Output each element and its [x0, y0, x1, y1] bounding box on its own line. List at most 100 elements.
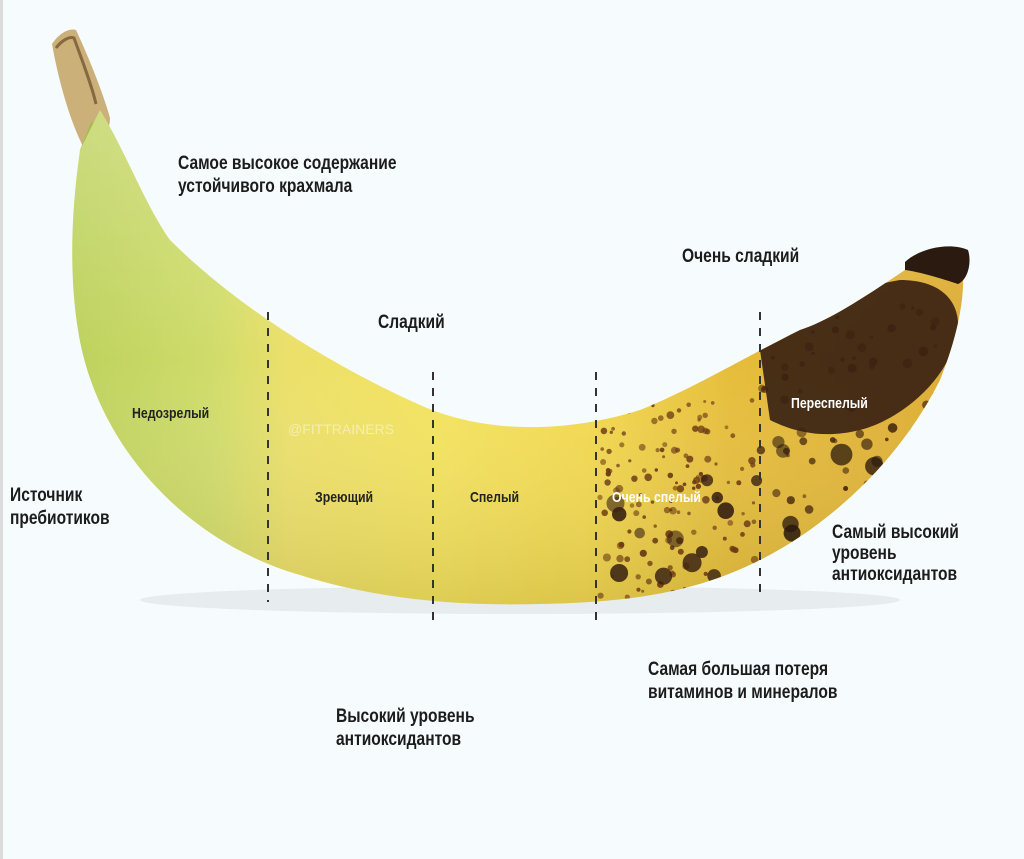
banana-spot	[741, 512, 745, 516]
banana-spot	[901, 478, 906, 482]
banana-spot	[863, 480, 871, 488]
banana-spot	[651, 403, 655, 408]
banana-spot	[619, 442, 625, 448]
banana-spot	[748, 457, 756, 465]
banana-spot	[682, 553, 702, 573]
banana-spot	[818, 524, 828, 534]
banana-spot	[744, 568, 752, 576]
annotation-resistant-starch: Самое высокое содержание устойчивого кра…	[178, 153, 397, 197]
banana-spot	[675, 481, 678, 485]
banana-spot	[921, 493, 926, 498]
banana-spot	[621, 431, 626, 436]
banana-spot	[711, 491, 723, 504]
banana-spot	[638, 443, 646, 451]
banana-spot	[667, 472, 674, 479]
banana-spot	[604, 479, 611, 486]
banana-spot	[662, 442, 668, 448]
banana-spot	[829, 437, 836, 443]
banana-spot	[618, 399, 625, 406]
banana-spot	[736, 480, 742, 486]
banana-spot	[666, 411, 675, 419]
banana-tip	[905, 246, 970, 284]
banana-spot	[895, 487, 903, 496]
banana-spot	[600, 447, 604, 451]
banana-spot	[740, 532, 745, 537]
banana-spot	[751, 519, 757, 525]
banana-spot	[671, 428, 677, 434]
banana-spot	[629, 503, 635, 508]
left-edge	[0, 0, 3, 859]
banana-spot	[804, 505, 814, 514]
banana-spot	[618, 541, 625, 548]
banana-spot	[645, 578, 652, 585]
banana-spot	[641, 589, 645, 593]
banana-spot	[631, 475, 638, 482]
stage-label-ripening: Зреющий	[315, 489, 374, 506]
banana-spot	[750, 555, 759, 564]
annotation-prebiotic-source: Источник пребиотиков	[10, 485, 110, 529]
banana-spot	[714, 462, 718, 466]
banana-spot	[933, 406, 944, 416]
banana-spot	[786, 496, 795, 505]
banana-spot	[686, 402, 691, 408]
banana-spot	[712, 525, 717, 530]
banana-spot	[900, 487, 911, 497]
banana-spot	[710, 401, 715, 405]
banana-spot	[644, 473, 652, 482]
banana-spot	[695, 546, 708, 558]
stage-label-unripe: Недозрелый	[132, 405, 210, 422]
banana-spot	[669, 508, 673, 512]
banana-spot	[606, 448, 612, 455]
banana-spot	[635, 501, 642, 508]
banana-spot	[662, 455, 666, 459]
banana-spot	[799, 437, 808, 446]
banana-spot	[692, 425, 699, 432]
banana-spot	[831, 299, 839, 307]
banana-spot	[865, 457, 884, 476]
banana-spot	[921, 506, 925, 510]
banana-spot	[651, 417, 658, 425]
banana-spot	[724, 425, 729, 430]
banana-spot	[805, 546, 812, 553]
banana-spot	[697, 425, 705, 434]
banana-spot	[727, 520, 734, 526]
banana-spot	[597, 494, 603, 500]
banana-spot	[702, 496, 710, 504]
banana-spot	[676, 408, 682, 413]
banana-spot	[686, 455, 694, 463]
banana-spot	[611, 426, 615, 431]
annotation-sweet: Сладкий	[378, 312, 445, 333]
annotation-highest-antioxidants: Самый высокий уровень антиоксидантов	[832, 522, 959, 585]
banana-spot	[672, 485, 678, 491]
banana-spot	[717, 502, 734, 519]
banana-spot	[877, 483, 888, 493]
banana-spot	[654, 468, 658, 472]
banana-spot	[722, 536, 727, 541]
banana-spot	[885, 437, 889, 442]
banana-spot	[707, 569, 721, 583]
stage-label-overripe: Переспелый	[791, 395, 868, 412]
banana-spot	[844, 300, 849, 305]
annotation-vitamin-loss: Самая большая потеря витаминов и минерал…	[648, 659, 838, 703]
banana-spot	[916, 456, 921, 460]
banana-spot	[612, 507, 627, 522]
banana-spot	[624, 556, 631, 563]
banana-spot	[917, 418, 923, 424]
watermark: @FITTRAINERS	[288, 421, 394, 437]
banana-spot	[703, 400, 707, 403]
banana-spot	[772, 489, 781, 498]
banana-spot	[600, 427, 608, 435]
banana-spot	[922, 400, 931, 410]
banana-spot	[600, 459, 607, 465]
banana-spot	[855, 429, 864, 439]
banana-spot	[670, 446, 678, 454]
banana-spot	[726, 480, 731, 485]
banana-spot	[805, 538, 814, 546]
banana-spot	[887, 423, 898, 433]
section-dividers	[267, 312, 761, 628]
banana-spot	[602, 553, 611, 562]
banana-spot	[752, 576, 758, 581]
banana-spot	[677, 548, 684, 555]
banana-spot	[633, 510, 640, 517]
